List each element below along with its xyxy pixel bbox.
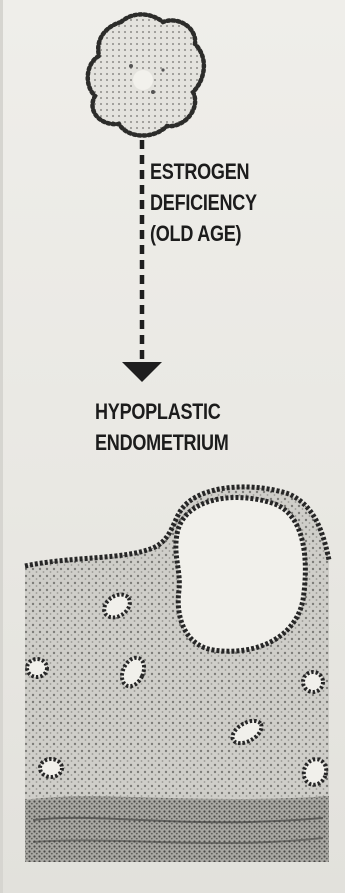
- cause-line: ESTROGEN: [150, 156, 257, 187]
- cause-line: (OLD AGE): [150, 218, 257, 249]
- cause-line: DEFICIENCY: [150, 187, 257, 218]
- endometrium-section: [25, 487, 330, 862]
- result-label: HYPOPLASTIC ENDOMETRIUM: [95, 396, 229, 458]
- result-line: ENDOMETRIUM: [95, 427, 229, 458]
- cause-label: ESTROGEN DEFICIENCY (OLD AGE): [150, 156, 257, 249]
- arrowhead-icon: [122, 362, 162, 382]
- result-line: HYPOPLASTIC: [95, 396, 229, 427]
- ovary-structure: [88, 14, 204, 135]
